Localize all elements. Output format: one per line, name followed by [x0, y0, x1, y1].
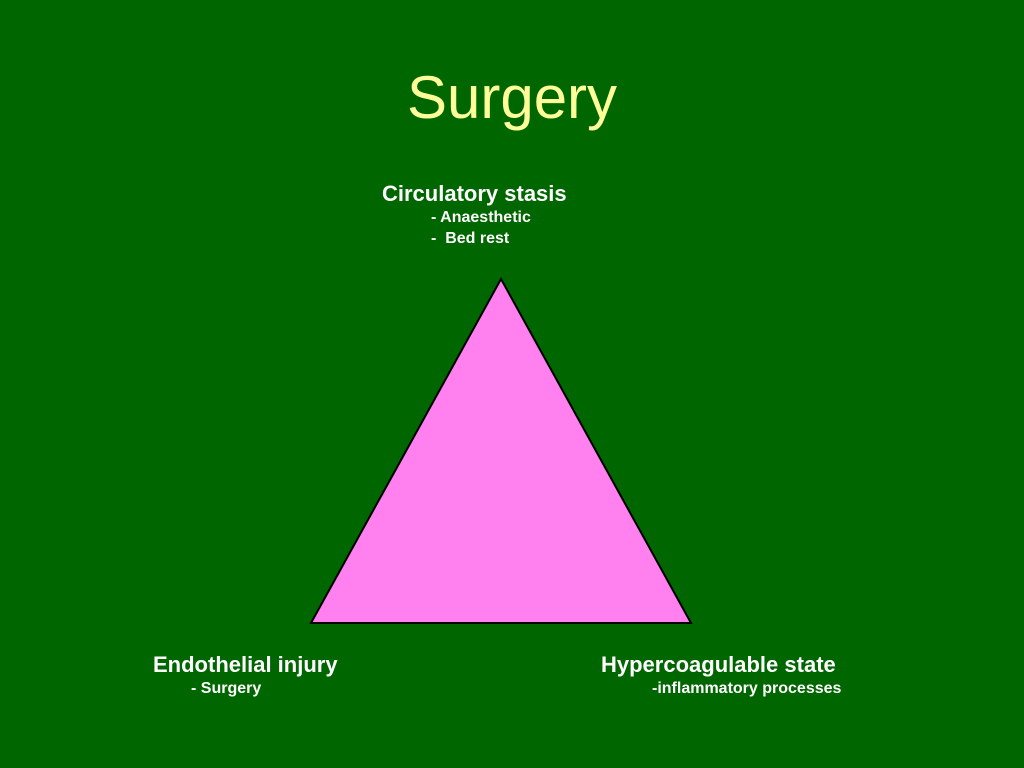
vertex-item: - Anaesthetic [431, 209, 531, 226]
vertex-heading: Circulatory stasis [382, 181, 567, 206]
vertex-circulatory-stasis: Circulatory stasis - Anaesthetic - Bed r… [382, 181, 567, 249]
slide-title: Surgery [406, 64, 618, 131]
triad-triangle [309, 276, 693, 624]
vertex-item: - Surgery [191, 680, 262, 697]
vertex-item: -inflammatory processes [652, 680, 842, 697]
vertex-hypercoagulable-state: Hypercoagulable state -inflammatory proc… [601, 652, 841, 699]
vertex-item: - Bed rest [431, 230, 510, 247]
vertex-endothelial-injury: Endothelial injury - Surgery [153, 652, 338, 699]
vertex-heading: Hypercoagulable state [601, 652, 836, 677]
vertex-heading: Endothelial injury [153, 652, 338, 677]
